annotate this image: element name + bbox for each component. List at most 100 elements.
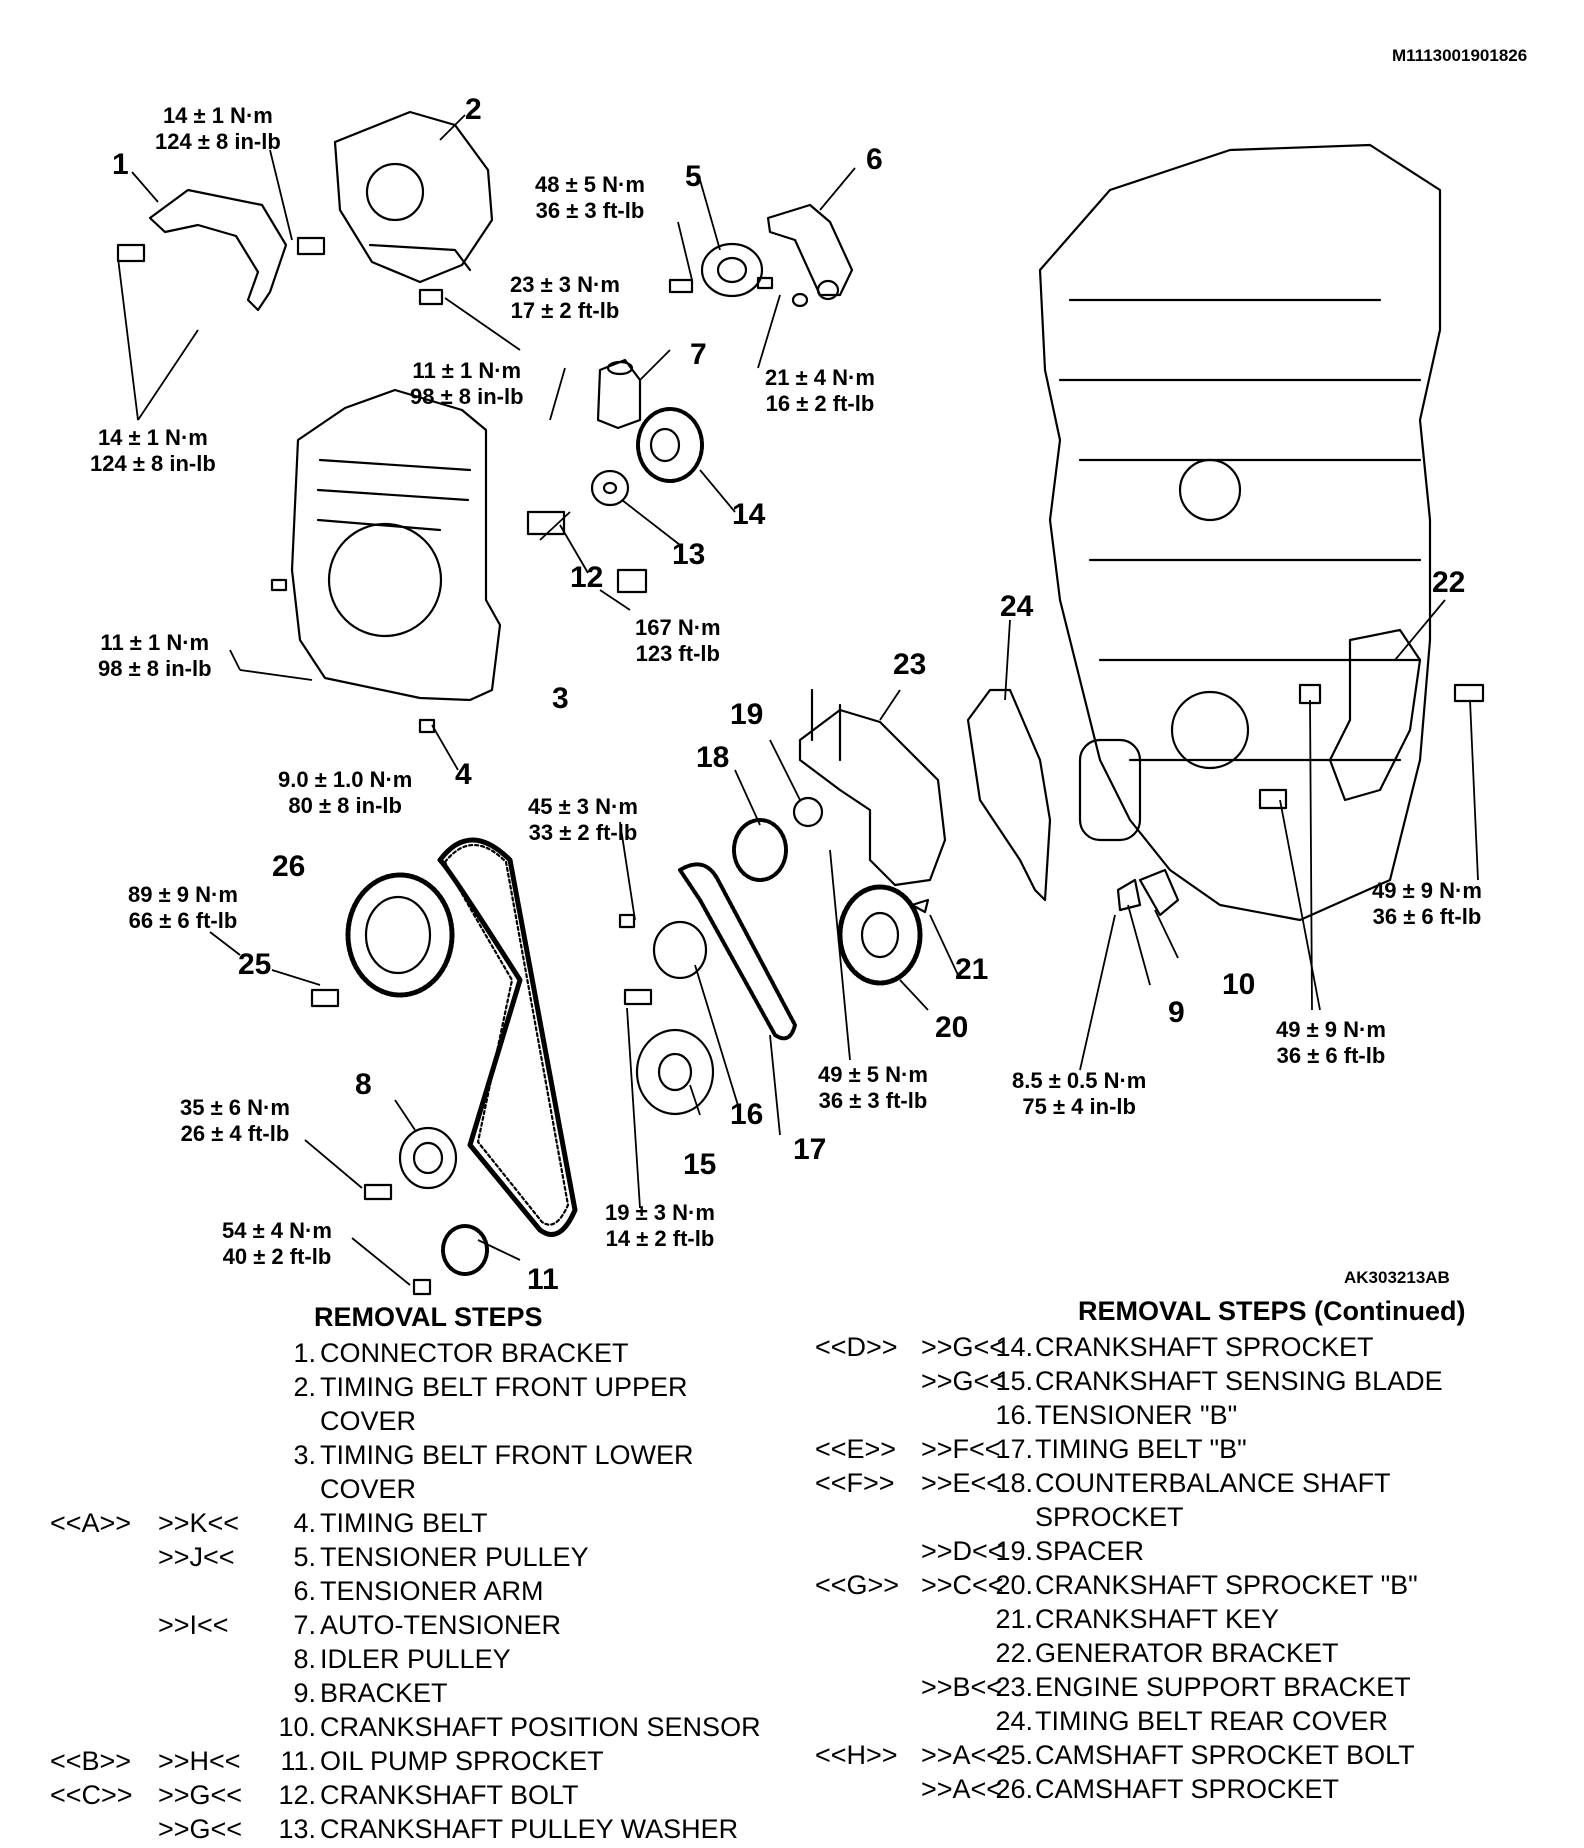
step-txt: BRACKET	[320, 1678, 448, 1708]
crank-sprocket-b-part	[837, 884, 923, 986]
callout-9: 9	[1168, 996, 1185, 1029]
step-txt: CRANKSHAFT BOLT	[320, 1780, 579, 1810]
step-c2: >>B<<	[921, 1672, 1003, 1702]
step-txt: TIMING BELT	[320, 1508, 488, 1538]
step-num: 19.	[995, 1536, 1033, 1566]
step-num: 12.	[278, 1780, 316, 1810]
timing-belt-b-part	[678, 862, 797, 1041]
washer-part	[590, 469, 630, 507]
connector-bracket-part	[148, 188, 288, 312]
step-num: 7.	[293, 1610, 316, 1640]
callout-26: 26	[272, 850, 306, 883]
step-num: 8.	[293, 1644, 316, 1674]
step-c1: <<F>>	[815, 1468, 895, 1498]
callout-19: 19	[730, 698, 764, 731]
step-txt: IDLER PULLEY	[320, 1644, 511, 1674]
step-txt: CRANKSHAFT SPROCKET	[1035, 1332, 1374, 1362]
steps-left-title: REMOVAL STEPS	[314, 1302, 543, 1332]
step-num: 2.	[293, 1372, 316, 1402]
engine-support-bracket-part	[798, 708, 947, 887]
callout-15: 15	[683, 1148, 717, 1181]
tensioner-b-part	[652, 920, 708, 980]
step-c2: >>J<<	[158, 1542, 235, 1572]
callout-22: 22	[1432, 566, 1466, 599]
engine-block-part	[1038, 143, 1442, 922]
lower-cover-part	[290, 388, 502, 702]
crank-position-sensor-part	[1138, 868, 1180, 917]
step-txt: TIMING BELT REAR COVER	[1035, 1706, 1389, 1736]
step-txt: COVER	[320, 1406, 417, 1436]
step-txt: TENSIONER ARM	[320, 1576, 544, 1606]
crank-sprocket-part	[636, 407, 704, 483]
step-num: 26.	[995, 1774, 1033, 1804]
step-num: 23.	[995, 1672, 1033, 1702]
step-c2: >>G<<	[921, 1366, 1006, 1396]
step-num: 11.	[280, 1746, 316, 1776]
step-num: 15.	[995, 1366, 1033, 1396]
callout-13: 13	[672, 538, 706, 571]
step-num: 20.	[995, 1570, 1033, 1600]
step-txt: CRANKSHAFT KEY	[1035, 1604, 1280, 1634]
step-c2: >>A<<	[921, 1740, 1003, 1770]
steps-right-list: <<D>>>>G<<14.CRANKSHAFT SPROCKET>>G<<15.…	[815, 1330, 1575, 1810]
step-num: 21.	[995, 1604, 1033, 1634]
step-txt: COVER	[320, 1474, 417, 1504]
callout-7: 7	[690, 338, 707, 371]
step-txt: SPACER	[1035, 1536, 1145, 1566]
callout-16: 16	[730, 1098, 764, 1131]
callout-6: 6	[866, 143, 883, 176]
step-txt: CRANKSHAFT SENSING BLADE	[1035, 1366, 1443, 1396]
step-txt: CRANKSHAFT POSITION SENSOR	[320, 1712, 761, 1742]
step-c1: <<A>>	[50, 1508, 132, 1538]
step-num: 25.	[995, 1740, 1033, 1770]
callout-4: 4	[455, 758, 472, 791]
callout-18: 18	[696, 741, 730, 774]
step-c2: >>C<<	[921, 1570, 1004, 1600]
upper-cover-part	[333, 110, 494, 284]
callout-21: 21	[955, 953, 989, 986]
callout-24: 24	[1000, 590, 1034, 623]
step-txt: CRANKSHAFT PULLEY WASHER	[320, 1814, 739, 1844]
step-num: 3.	[293, 1440, 316, 1470]
step-c1: <<H>>	[815, 1740, 898, 1770]
step-num: 5.	[293, 1542, 316, 1572]
callout-25: 25	[238, 948, 272, 981]
step-num: 6.	[293, 1576, 316, 1606]
step-txt: TIMING BELT FRONT UPPER	[320, 1372, 688, 1402]
step-num: 9.	[293, 1678, 316, 1708]
step-txt: SPROCKET	[1035, 1502, 1184, 1532]
step-txt: CRANKSHAFT SPROCKET "B"	[1035, 1570, 1418, 1600]
callout-11: 11	[527, 1263, 559, 1296]
step-c2: >>G<<	[158, 1780, 243, 1810]
steps-right-title: REMOVAL STEPS (Continued)	[1078, 1296, 1466, 1326]
timing-belt-exploded-diagram	[116, 110, 1485, 1296]
document-id: M1113001901826	[1392, 46, 1528, 65]
step-c2: >>F<<	[921, 1434, 1001, 1464]
callout-20: 20	[935, 1011, 969, 1044]
step-txt: OIL PUMP SPROCKET	[320, 1746, 604, 1776]
step-num: 16.	[995, 1400, 1033, 1430]
step-num: 18.	[995, 1468, 1033, 1498]
oil-pump-sprocket-part	[441, 1224, 489, 1276]
spacer-part	[792, 796, 824, 828]
step-c2: >>H<<	[158, 1746, 241, 1776]
step-txt: TENSIONER PULLEY	[320, 1542, 589, 1572]
step-num: 10.	[278, 1712, 316, 1742]
step-c2: >>D<<	[921, 1536, 1004, 1566]
step-c1: <<E>>	[815, 1434, 897, 1464]
step-c1: <<B>>	[50, 1746, 132, 1776]
callout-23: 23	[893, 648, 927, 681]
timing-belt-part	[437, 837, 578, 1237]
callout-14: 14	[732, 498, 766, 531]
